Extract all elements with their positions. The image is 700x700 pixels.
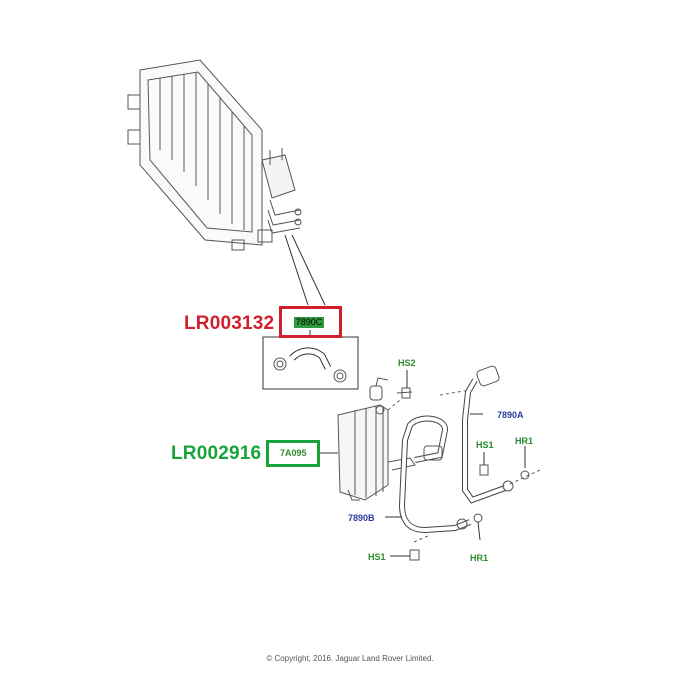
callout-box-7890c: [279, 306, 342, 338]
callout-box-7a095: [266, 440, 320, 467]
ref-label-7a095: 7A095: [280, 448, 307, 458]
leader-lines: [387, 389, 471, 411]
part-number-lr003132: LR003132: [184, 313, 275, 334]
label-hs2: HS2: [398, 358, 416, 368]
label-hs1-bottom: HS1: [368, 552, 386, 562]
radiator-assembly: [127, 59, 302, 251]
label-hr1-bottom: HR1: [470, 553, 489, 563]
oil-cooler: [337, 377, 416, 501]
pipe-7890a: [462, 365, 541, 504]
part-number-lr002916: LR002916: [171, 443, 262, 464]
pipe-7890b: [398, 415, 483, 561]
hose-kit: [273, 347, 347, 383]
label-7890b: 7890B: [348, 513, 375, 523]
hs2-bolt: [396, 370, 413, 399]
ref-tag-7890c: 7890C: [294, 317, 324, 328]
copyright-notice: © Copyright, 2016. Jaguar Land Rover Lim…: [266, 654, 434, 663]
label-hs1-right: HS1: [476, 440, 494, 450]
leader-hr1-bottom: [477, 521, 481, 541]
label-hr1-right: HR1: [515, 436, 534, 446]
label-7890a: 7890A: [497, 410, 524, 420]
